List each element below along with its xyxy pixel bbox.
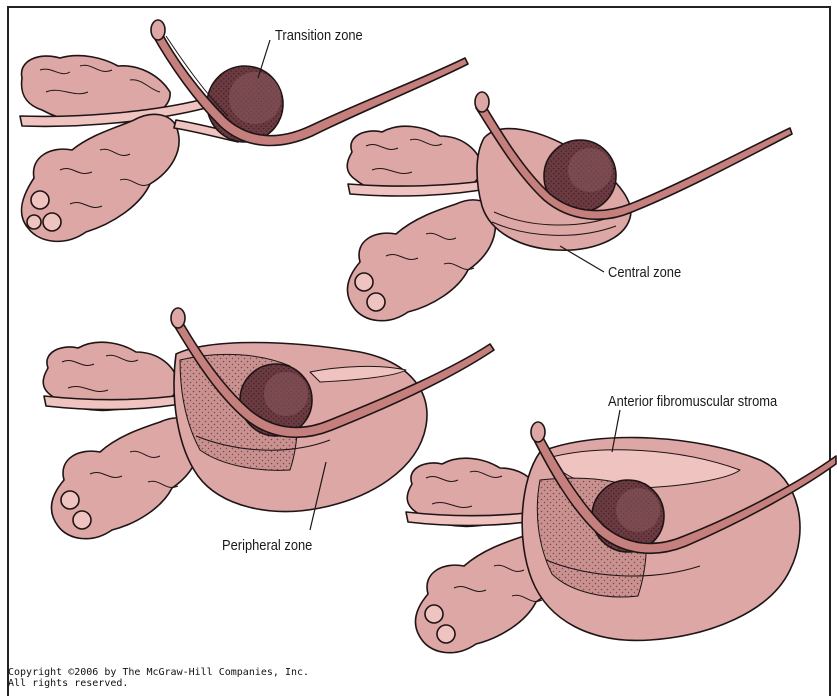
label-central-zone: Central zone [608,264,681,281]
copyright-line-2: All rights reserved. [8,678,309,689]
label-transition-zone: Transition zone [275,27,363,44]
label-peripheral-zone: Peripheral zone [222,537,312,554]
copyright-notice: Copyright ©2006 by The McGraw-Hill Compa… [8,667,309,689]
panel-central-zone [347,92,792,321]
panel-anterior-stroma [406,422,836,653]
central-zone-leader [560,246,604,272]
copyright-line-1: Copyright ©2006 by The McGraw-Hill Compa… [8,667,309,678]
label-anterior-stroma: Anterior fibromuscular stroma [608,393,777,410]
